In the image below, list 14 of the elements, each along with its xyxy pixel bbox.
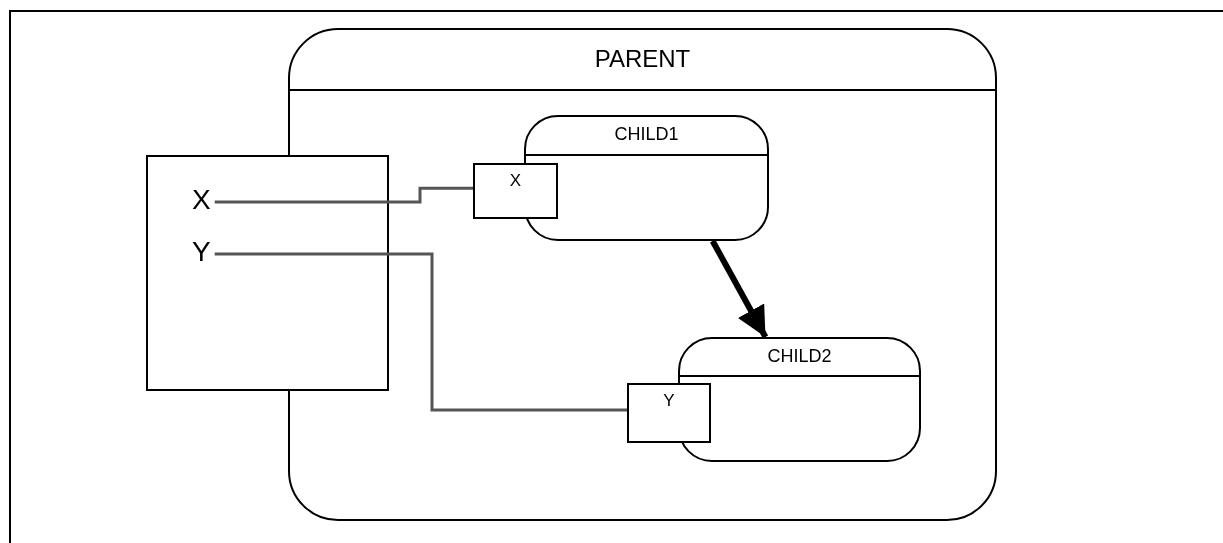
port-box: Y bbox=[627, 383, 711, 443]
port-box: X bbox=[473, 163, 558, 219]
state-box bbox=[524, 115, 769, 241]
connector-line bbox=[214, 252, 627, 412]
connector-line bbox=[214, 186, 473, 204]
state-box bbox=[288, 28, 997, 521]
signal-name: X bbox=[192, 184, 211, 216]
state-title: CHILD1 bbox=[526, 117, 767, 156]
signal-name: Y bbox=[192, 236, 211, 268]
block-box bbox=[146, 155, 389, 391]
state-box bbox=[678, 337, 921, 462]
state-title: PARENT bbox=[290, 30, 995, 91]
state-title: CHILD2 bbox=[680, 339, 919, 377]
transition-arrow bbox=[710, 239, 769, 339]
